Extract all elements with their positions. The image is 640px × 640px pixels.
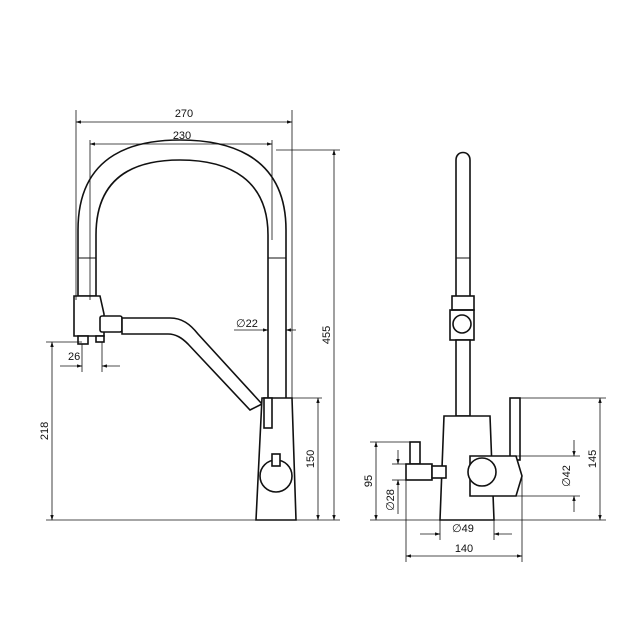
gooseneck-spout [77,139,287,401]
dim-lever-height-label: 145 [587,450,599,468]
side-lower-tube [455,339,471,417]
side-filter-handle-stem [409,441,421,465]
side-swivel-ring [452,314,472,334]
side-filter-handle [405,463,433,481]
dim-overall-width-label: 270 [175,108,193,120]
spray-head-nozzle [77,335,89,345]
spray-head-outlet [95,335,105,343]
filtered-water-tube [121,317,264,411]
hose-connector [99,315,123,333]
side-valve-cap [467,457,497,487]
side-swivel-block [449,309,475,341]
dim-overall-depth-label: 140 [455,543,473,555]
side-spout [455,151,471,299]
side-filter-connector [431,465,447,479]
front-view: 270 230 ∅22 455 150 26 218 [39,108,340,521]
dim-handle-diameter-label: ∅28 [385,489,397,511]
side-view: 95 ∅28 ∅49 140 ∅42 145 [363,151,606,562]
dim-outlet-offset-label: 26 [68,351,80,363]
dim-base-diameter-label: ∅49 [452,523,474,535]
dim-handle-height-label: 95 [363,475,375,487]
side-swivel-joint [451,295,475,311]
dim-outlet-height-label: 218 [39,422,51,440]
dim-body-height-label: 150 [305,450,317,468]
lever-stem [271,453,281,467]
body-collar [263,397,273,429]
dim-spout-diameter-label: ∅22 [236,318,258,330]
side-lever-rod [509,397,521,461]
dim-spout-reach-label: 230 [173,130,191,142]
dim-body-diameter-label: ∅42 [561,465,573,487]
dim-overall-height-label: 455 [321,326,333,344]
